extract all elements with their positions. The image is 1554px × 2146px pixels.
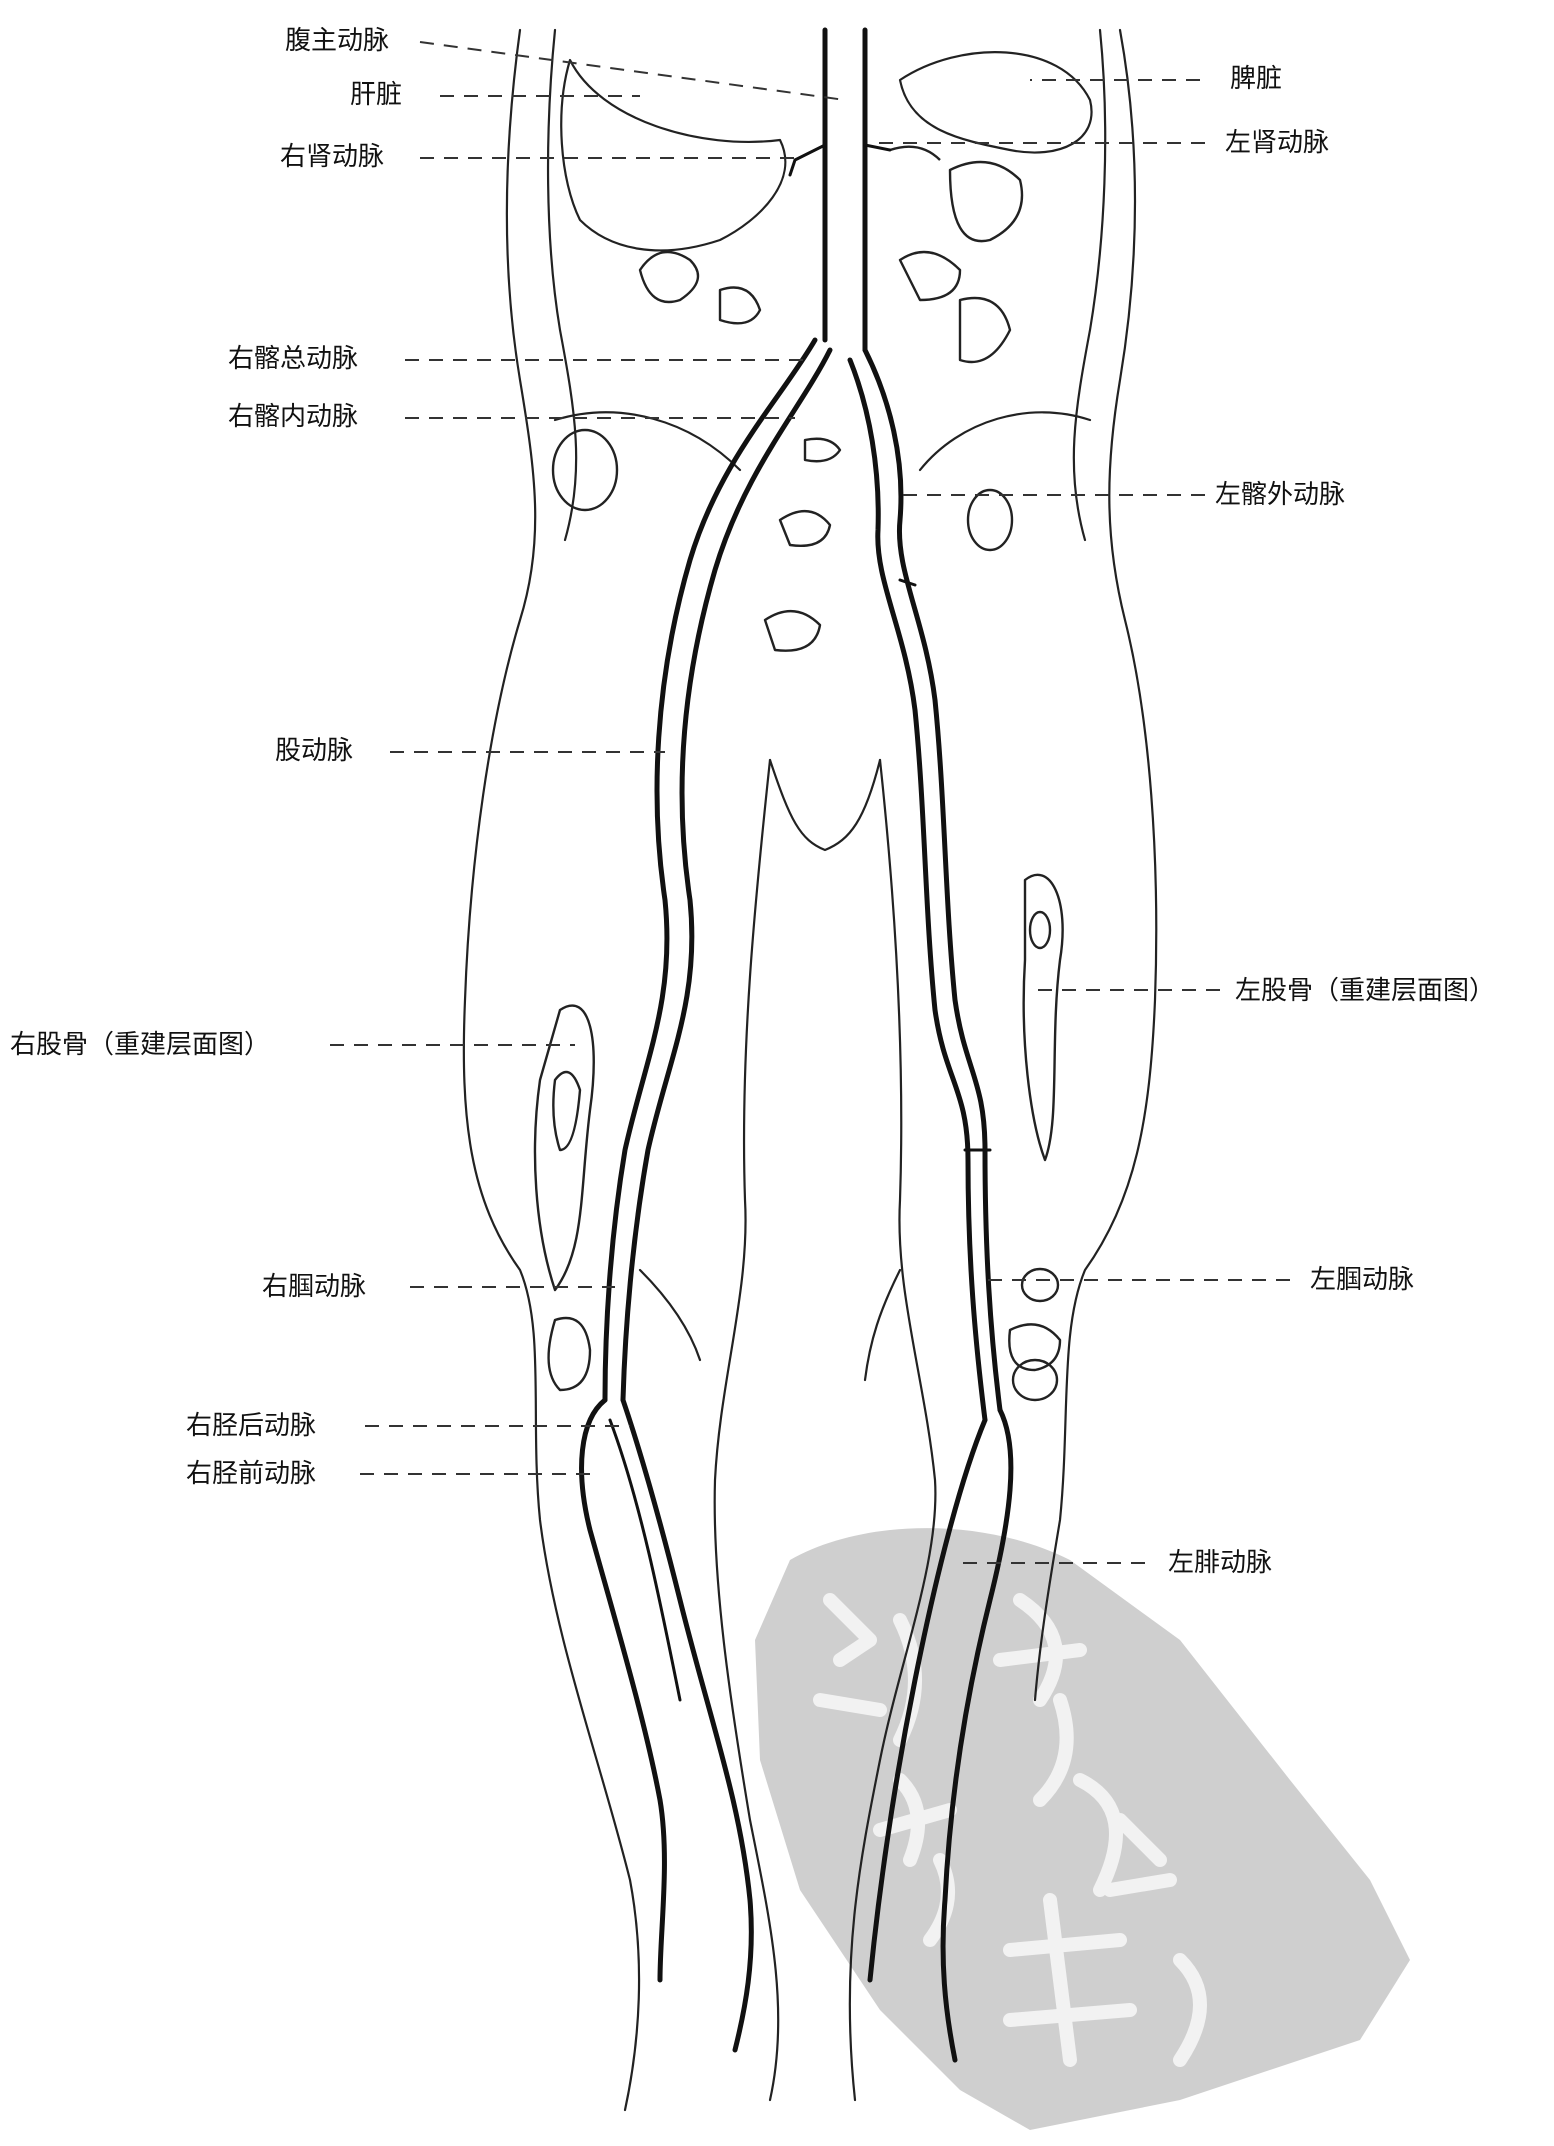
label-right-renal-artery: 右肾动脉 xyxy=(280,142,385,172)
label-right-internal-iliac: 右髂内动脉 xyxy=(228,402,359,432)
label-celiac-artery: 腹主动脉 xyxy=(285,26,390,56)
right-posterior-tibial xyxy=(620,1397,754,2053)
leader-lines xyxy=(330,41,1290,1564)
label-right-posterior-tibial: 右胫后动脉 xyxy=(186,1411,317,1441)
label-femoral-artery: 股动脉 xyxy=(275,736,354,766)
arteries xyxy=(579,27,1014,2063)
label-left-popliteal: 左腘动脉 xyxy=(1310,1265,1415,1295)
label-left-peroneal: 左腓动脉 xyxy=(1168,1548,1273,1578)
organs xyxy=(560,51,1093,364)
left-iliac-femoral-outer xyxy=(862,347,1003,1413)
left-femur-section xyxy=(1022,873,1064,1162)
label-left-renal-artery: 左肾动脉 xyxy=(1225,128,1330,158)
label-right-femur: 右股骨（重建层面图） xyxy=(10,1030,271,1060)
left-peroneal xyxy=(940,1407,1014,2063)
body-outline xyxy=(462,28,1158,2112)
left-anterior-tibial xyxy=(867,1417,988,1983)
label-left-external-iliac: 左髂外动脉 xyxy=(1215,480,1346,510)
right-iliac-femoral-inner xyxy=(620,347,833,1403)
right-anterior-tibial xyxy=(579,1397,667,1983)
bones xyxy=(533,428,1064,1402)
right-iliac-femoral-outer xyxy=(602,337,818,1403)
right-femur-section xyxy=(533,1004,595,1292)
leader-celiac xyxy=(419,41,846,101)
spleen-shape xyxy=(898,51,1093,154)
label-left-femur: 左股骨（重建层面图） xyxy=(1235,976,1496,1006)
label-right-common-iliac: 右髂总动脉 xyxy=(228,344,359,374)
label-liver: 肝脏 xyxy=(350,80,403,110)
watermark-seal xyxy=(755,1528,1410,2130)
label-right-popliteal: 右腘动脉 xyxy=(262,1272,367,1302)
label-spleen: 脾脏 xyxy=(1230,64,1283,94)
label-right-anterior-tibial: 右胫前动脉 xyxy=(186,1459,317,1489)
liver-shape xyxy=(560,58,787,252)
left-iliac-femoral-inner xyxy=(847,357,988,1423)
